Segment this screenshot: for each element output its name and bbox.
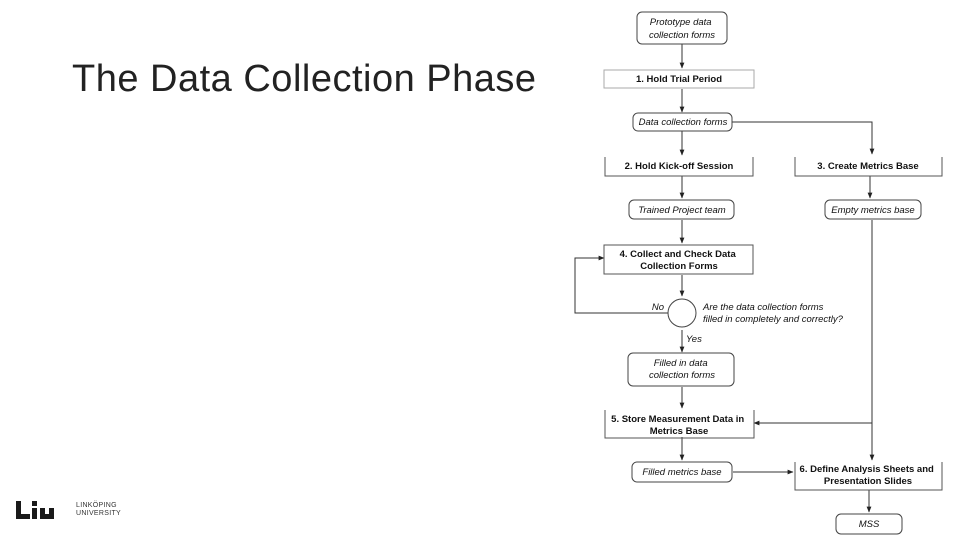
logo-line2: UNIVERSITY <box>76 510 122 517</box>
prototype-forms-label: Prototype data collection forms <box>649 17 715 41</box>
empty-metrics-node <box>824 199 922 220</box>
step1-label: 1. Hold Trial Period <box>636 74 722 85</box>
liu-logo-icon <box>16 501 54 519</box>
step6-node <box>794 462 943 491</box>
filled-metrics-node <box>631 461 733 483</box>
step3-label: 3. Create Metrics Base <box>817 161 918 172</box>
logo-line1: LINKÖPING <box>76 502 117 509</box>
step2-node <box>604 157 754 177</box>
trained-team-node <box>628 199 735 220</box>
connector <box>731 121 875 155</box>
slide-title: The Data Collection Phase <box>72 58 537 100</box>
university-logo: LINKÖPING UNIVERSITY <box>16 500 121 520</box>
empty-metrics-label: Empty metrics base <box>831 205 914 216</box>
step4-label: 4. Collect and Check Data Collection For… <box>620 249 739 272</box>
filled-metrics-label: Filled metrics base <box>642 467 721 478</box>
data-collection-forms-label: Data collection forms <box>639 117 728 128</box>
prototype-forms-node <box>636 11 728 45</box>
data-collection-forms-node <box>632 112 733 132</box>
trained-team-label: Trained Project team <box>638 205 726 216</box>
mss-label: MSS <box>859 519 880 530</box>
step4-node <box>603 244 754 275</box>
step6-label: 6. Define Analysis Sheets and Presentati… <box>800 464 937 487</box>
step2-label: 2. Hold Kick-off Session <box>625 161 734 172</box>
filled-forms-node <box>627 352 735 387</box>
filled-forms-label: Filled in data collection forms <box>649 358 715 381</box>
decision-question-label: Are the data collection forms filled in … <box>702 302 844 325</box>
step5-node <box>604 410 755 439</box>
step3-node <box>794 157 943 177</box>
decision-node <box>667 298 697 328</box>
decision-no-label: No <box>652 302 664 313</box>
decision-yes-label: Yes <box>686 334 702 345</box>
step1-node <box>603 69 755 89</box>
mss-node <box>835 513 903 535</box>
step5-label: 5. Store Measurement Data in Metrics Bas… <box>611 414 747 437</box>
loop-connector <box>574 255 668 314</box>
